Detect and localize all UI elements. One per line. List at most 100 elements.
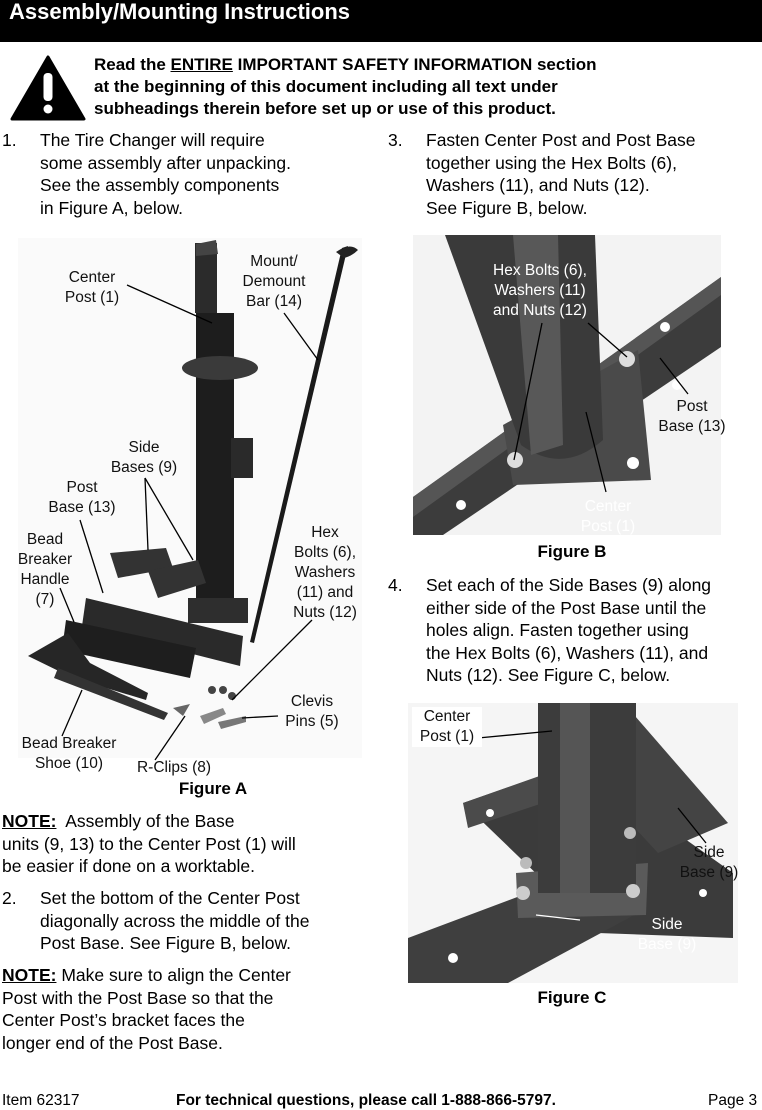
note-1-line: be easier if done on a worktable. xyxy=(2,856,255,877)
step-1-line: See the assembly components xyxy=(40,175,280,196)
label-fig-b-post-base: Post Base (13) xyxy=(652,397,732,437)
label-line: Side xyxy=(128,439,160,456)
warning-entire: ENTIRE xyxy=(170,55,233,74)
label-line: Bolts (6), xyxy=(293,544,356,561)
label-line: Bar (14) xyxy=(246,293,302,310)
label-line: R-Clips (8) xyxy=(136,759,212,776)
label-line: Clevis xyxy=(290,693,334,710)
step-3-line: Fasten Center Post and Post Base xyxy=(426,130,696,150)
label-line: Washers xyxy=(294,564,356,581)
label-line: Center xyxy=(423,708,471,725)
figure-c-caption: Figure C xyxy=(537,988,607,1007)
label-mount-bar: Mount/ Demount Bar (14) xyxy=(231,252,317,312)
step-4-line: Set each of the Side Bases (9) along xyxy=(426,575,712,595)
warning-line3: subheadings therein before set up or use… xyxy=(94,99,556,118)
step-4-line: the Hex Bolts (6), Washers (11), and xyxy=(426,642,709,663)
step-number: 4. xyxy=(388,575,403,595)
label-line: Side xyxy=(693,844,725,861)
label-hex-bolts: Hex Bolts (6), Washers (11) and Nuts (12… xyxy=(284,523,366,623)
label-fig-c-side-base-right: Side Base (9) xyxy=(672,843,746,883)
note-2-line: Post with the Post Base so that the xyxy=(2,987,274,1008)
label-line: Shoe (10) xyxy=(34,755,104,772)
label-line: Hex xyxy=(311,524,339,541)
page-header: Assembly/Mounting Instructions xyxy=(0,0,762,42)
label-line: Hex Bolts (6), xyxy=(493,262,587,279)
label-line: Pins (5) xyxy=(285,713,339,730)
warning-line2: at the beginning of this document includ… xyxy=(94,77,558,96)
step-number: 1. xyxy=(2,130,17,150)
label-line: Washers (11) xyxy=(494,282,586,299)
label-line: and Nuts (12) xyxy=(493,302,587,319)
label-bead-handle: Bead Breaker Handle (7) xyxy=(6,530,84,610)
note-2-line: longer end of the Post Base. xyxy=(2,1032,223,1053)
label-fig-b-center-post: Center Post (1) xyxy=(572,497,644,537)
step-2-line: Set the bottom of the Center Post xyxy=(40,888,300,908)
label-post-base: Post Base (13) xyxy=(38,478,126,518)
label-line: Demount xyxy=(242,273,306,290)
label-fig-b-hex: Hex Bolts (6), Washers (11) and Nuts (12… xyxy=(482,261,598,321)
label-line: Bead xyxy=(26,531,64,548)
label-line: Center xyxy=(68,269,116,286)
note-1: NOTE: Assembly of the Base units (9, 13)… xyxy=(2,810,362,878)
figure-b-photo xyxy=(413,235,721,535)
label-r-clips: R-Clips (8) xyxy=(126,758,222,778)
label-line: (11) and xyxy=(296,584,354,601)
step-2: 2. Set the bottom of the Center Post dia… xyxy=(2,887,362,957)
warning-triangle-icon xyxy=(10,55,86,121)
label-line: Post (1) xyxy=(64,289,120,306)
label-line: Base (9) xyxy=(637,936,697,953)
label-clevis-pins: Clevis Pins (5) xyxy=(276,692,348,732)
figure-a-photo xyxy=(18,238,362,758)
note-1-line: units (9, 13) to the Center Post (1) wil… xyxy=(2,833,296,854)
step-1: 1. The Tire Changer will require some as… xyxy=(2,129,362,221)
label-line: Base (9) xyxy=(679,864,739,881)
note-2: NOTE: Make sure to align the Center Post… xyxy=(2,964,362,1054)
figure-a-caption: Figure A xyxy=(178,779,248,798)
label-side-bases: Side Bases (9) xyxy=(100,438,188,478)
figure-c-photo xyxy=(408,703,738,983)
label-bead-shoe: Bead Breaker Shoe (10) xyxy=(10,734,128,774)
footer-item: Item 62317 xyxy=(2,1092,80,1109)
label-line: Bead Breaker xyxy=(21,735,117,752)
label-line: Post xyxy=(66,479,98,496)
note-2-line: Center Post’s bracket faces the xyxy=(2,1010,245,1031)
label-line: Base (13) xyxy=(48,499,116,516)
note-1-line: Assembly of the Base xyxy=(56,811,235,831)
label-line: Mount/ xyxy=(250,253,298,270)
step-3: 3. Fasten Center Post and Post Base toge… xyxy=(388,129,758,221)
step-2-line: diagonally across the middle of the xyxy=(40,910,310,931)
label-line: Breaker xyxy=(17,551,73,568)
step-1-line: some assembly after unpacking. xyxy=(40,152,291,173)
step-1-line: in Figure A, below. xyxy=(40,197,183,218)
step-3-line: See Figure B, below. xyxy=(426,197,588,218)
label-line: Handle xyxy=(20,571,70,588)
step-4-line: either side of the Post Base until the xyxy=(426,597,707,618)
label-line: Base (13) xyxy=(658,418,726,435)
step-4-line: holes align. Fasten together using xyxy=(426,620,689,641)
step-number: 2. xyxy=(2,888,17,908)
label-center-post: Center Post (1) xyxy=(52,268,132,308)
label-line: (7) xyxy=(35,591,55,608)
label-line: Side xyxy=(651,916,683,933)
label-line: Nuts (12) xyxy=(293,604,357,621)
label-fig-c-center-post: Center Post (1) xyxy=(412,707,482,747)
label-fig-c-side-base-bottom: Side Base (9) xyxy=(630,915,704,955)
safety-warning: Read the ENTIRE IMPORTANT SAFETY INFORMA… xyxy=(94,54,694,120)
label-line: Center xyxy=(584,498,632,515)
step-2-line: Post Base. See Figure B, below. xyxy=(40,933,291,954)
step-1-line: The Tire Changer will require xyxy=(40,130,265,150)
footer-tech-support: For technical questions, please call 1-8… xyxy=(176,1092,556,1109)
figure-b-caption: Figure B xyxy=(537,542,607,561)
step-3-line: Washers (11), and Nuts (12). xyxy=(426,175,650,196)
note-2-line: Make sure to align the Center xyxy=(56,965,291,985)
warning-line1-post: IMPORTANT SAFETY INFORMATION section xyxy=(232,55,597,74)
step-4: 4. Set each of the Side Bases (9) along … xyxy=(388,574,758,689)
step-number: 3. xyxy=(388,130,403,150)
note-label: NOTE: xyxy=(2,965,57,985)
label-line: Post (1) xyxy=(580,518,636,535)
note-label: NOTE: xyxy=(2,811,57,831)
label-line: Post (1) xyxy=(419,728,475,745)
